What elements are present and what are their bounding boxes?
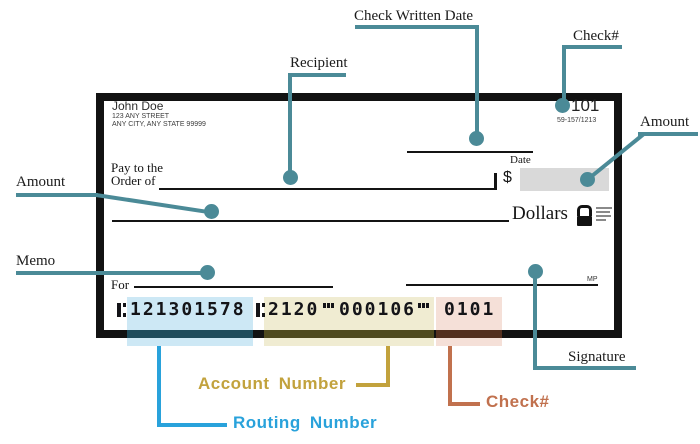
- date-line: [407, 151, 533, 153]
- signature-underline: [533, 366, 636, 370]
- signature-label: Signature: [568, 349, 626, 365]
- check-number-top-label: Check#: [573, 28, 619, 44]
- routing-highlight-border-tint: [127, 330, 253, 338]
- memo-dot: [200, 265, 215, 280]
- check-highlight-border-tint: [436, 330, 502, 338]
- account-number-label: Account Number: [198, 374, 346, 393]
- recipient-dot: [283, 170, 298, 185]
- micr-transit-symbol: [256, 303, 265, 317]
- dollars-label: Dollars: [512, 203, 568, 224]
- recipient-pointer-line: [288, 73, 292, 173]
- amount-left-dot: [204, 204, 219, 219]
- check-number-top-dot: [555, 98, 570, 113]
- micr-onus-symbol: [418, 303, 429, 317]
- payer-address-line2: ANY CITY, ANY STATE 99999: [112, 121, 206, 128]
- amount-right-label: Amount: [640, 114, 690, 130]
- date-label: Date: [510, 154, 531, 166]
- memo-line: [134, 286, 333, 288]
- micr-onus-symbol: [323, 303, 334, 317]
- account-number-bracket-horizontal: [356, 383, 390, 387]
- memo-pointer-line: [16, 271, 204, 275]
- check-number-bottom-bracket-vertical: [448, 346, 452, 406]
- micr-transit-symbol: [117, 303, 126, 317]
- for-label: For: [111, 277, 130, 292]
- written-amount-line: [112, 220, 509, 222]
- check-number-top-underline: [562, 45, 622, 49]
- recipient-underline: [288, 73, 346, 77]
- micr-check-number: 0101: [444, 299, 496, 320]
- recipient-label: Recipient: [290, 55, 348, 71]
- check-written-date-label: Check Written Date: [354, 8, 474, 24]
- routing-number-bracket-horizontal: [157, 423, 227, 427]
- routing-number-bracket-vertical: [157, 346, 161, 427]
- security-features-microtext: [596, 207, 613, 223]
- check-written-date-dot: [469, 131, 484, 146]
- payer-name: John Doe: [112, 99, 164, 113]
- payee-line-end-tick: [494, 173, 497, 190]
- amount-left-label: Amount: [16, 174, 66, 190]
- account-number-bracket-vertical: [386, 346, 390, 387]
- check-number-bottom-bracket-horizontal: [448, 402, 480, 406]
- dollar-sign: $: [503, 169, 512, 186]
- account-highlight-border-tint: [264, 330, 434, 338]
- payer-address-line1: 123 ANY STREET: [112, 113, 170, 120]
- check-number-printed: 101: [571, 96, 600, 115]
- check-number-bottom-label: Check#: [486, 392, 550, 411]
- micr-account-number-part2: 000106: [339, 299, 417, 320]
- amount-right-dot: [580, 172, 595, 187]
- check-written-date-pointer-line: [475, 25, 479, 135]
- fraction-code: 59-157/1213: [557, 117, 597, 124]
- check-number-top-pointer-line: [562, 45, 566, 102]
- signature-dot: [528, 264, 543, 279]
- check-written-date-underline: [355, 25, 479, 29]
- security-lock-icon: [577, 205, 592, 226]
- payee-line: [159, 188, 497, 190]
- micr-account-number-part1: 2120: [268, 299, 320, 320]
- signature-pointer-line: [533, 274, 537, 370]
- routing-number-label: Routing Number: [233, 413, 378, 432]
- amount-left-underline: [16, 193, 98, 197]
- pay-to-label-line1: Pay to the: [111, 160, 163, 175]
- mp-label: MP: [587, 276, 598, 283]
- pay-to-label-line2: Order of: [111, 173, 156, 188]
- amount-right-underline: [638, 132, 698, 136]
- memo-label: Memo: [16, 253, 56, 269]
- micr-routing-number: 121301578: [130, 299, 246, 320]
- signature-line: [406, 284, 598, 286]
